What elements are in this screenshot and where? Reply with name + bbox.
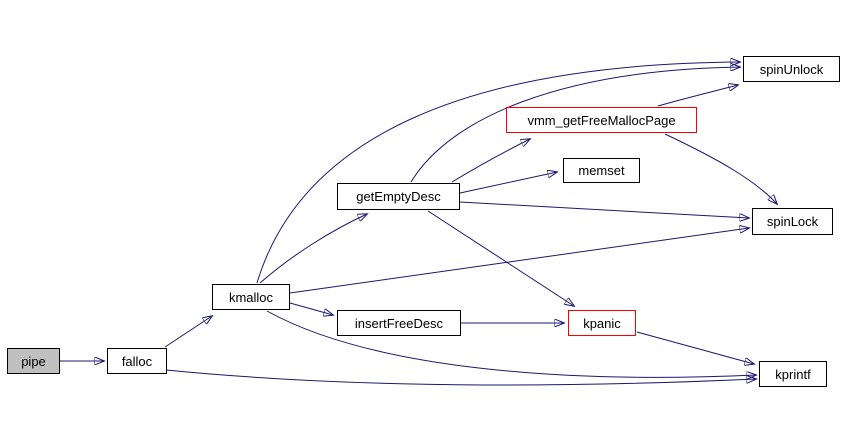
node-spinUnlock[interactable]: spinUnlock bbox=[743, 56, 840, 82]
edge-getEmptyDesc-spinUnlock bbox=[410, 67, 740, 183]
edge-kmalloc-getEmptyDesc bbox=[259, 214, 367, 284]
edge-getEmptyDesc-memset bbox=[459, 172, 557, 194]
node-kprintf[interactable]: kprintf bbox=[759, 361, 827, 387]
node-spinLock[interactable]: spinLock bbox=[752, 208, 833, 235]
edge-vmm_getFreeMallocPage-spinUnlock bbox=[657, 85, 738, 107]
edge-getEmptyDesc-vmm_getFreeMallocPage bbox=[451, 139, 530, 183]
node-kmalloc[interactable]: kmalloc bbox=[212, 284, 290, 310]
edge-falloc-kmalloc bbox=[164, 316, 212, 348]
edge-kmalloc-spinUnlock bbox=[256, 62, 740, 284]
edge-kmalloc-insertFreeDesc bbox=[289, 302, 333, 315]
node-falloc[interactable]: falloc bbox=[107, 348, 167, 374]
node-memset[interactable]: memset bbox=[563, 158, 640, 183]
edge-kmalloc-spinLock bbox=[289, 228, 749, 294]
edge-vmm_getFreeMallocPage-spinLock bbox=[664, 133, 777, 204]
node-pipe[interactable]: pipe bbox=[7, 348, 60, 374]
edge-falloc-kprintf bbox=[165, 369, 756, 386]
node-kpanic[interactable]: kpanic bbox=[568, 310, 636, 336]
edge-kpanic-kprintf bbox=[636, 331, 754, 364]
node-vmm_getFreeMallocPage[interactable]: vmm_getFreeMallocPage bbox=[506, 107, 697, 133]
edge-kmalloc-kprintf bbox=[266, 310, 756, 377]
edge-getEmptyDesc-kpanic bbox=[427, 210, 574, 306]
edge-getEmptyDesc-spinLock bbox=[459, 201, 749, 218]
node-insertFreeDesc[interactable]: insertFreeDesc bbox=[337, 310, 461, 336]
node-getEmptyDesc[interactable]: getEmptyDesc bbox=[337, 183, 460, 210]
